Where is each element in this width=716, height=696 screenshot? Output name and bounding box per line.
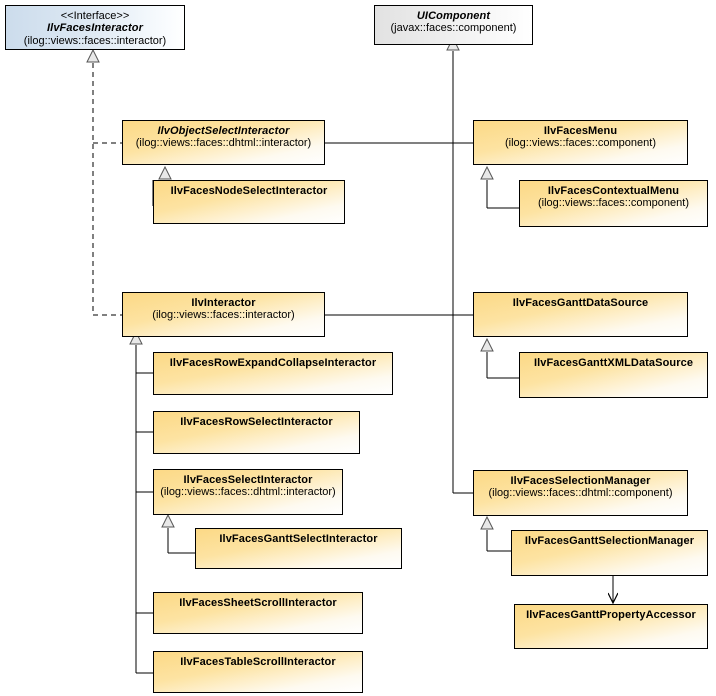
class-name: IlvFacesGanttSelectInteractor bbox=[219, 533, 378, 545]
class-name: IlvFacesSelectInteractor bbox=[183, 474, 313, 486]
node-ilv-faces-contextual-menu[interactable]: IlvFacesContextualMenu (ilog::views::fac… bbox=[519, 180, 708, 227]
node-ilv-faces-menu[interactable]: IlvFacesMenu (ilog::views::faces::compon… bbox=[473, 120, 688, 165]
stereotype-label: <<Interface>> bbox=[60, 10, 130, 22]
class-name: IlvInteractor bbox=[191, 297, 256, 309]
node-ilv-faces-gantt-property-accessor[interactable]: IlvFacesGanttPropertyAccessor bbox=[514, 604, 708, 649]
node-ilv-faces-gantt-data-source[interactable]: IlvFacesGanttDataSource bbox=[473, 292, 688, 337]
package-name: (ilog::views::faces::dhtml::interactor) bbox=[135, 137, 312, 150]
node-ilv-faces-gantt-selection-manager[interactable]: IlvFacesGanttSelectionManager bbox=[511, 530, 708, 576]
node-ilv-interactor[interactable]: IlvInteractor (ilog::views::faces::inter… bbox=[122, 292, 325, 337]
node-ilv-faces-selection-manager[interactable]: IlvFacesSelectionManager (ilog::views::f… bbox=[473, 470, 688, 516]
class-name: IlvFacesRowExpandCollapseInteractor bbox=[169, 357, 377, 369]
node-ilv-faces-gantt-select-interactor[interactable]: IlvFacesGanttSelectInteractor bbox=[195, 528, 402, 569]
package-name: (ilog::views::faces::component) bbox=[537, 197, 689, 210]
node-ilv-faces-table-scroll-interactor[interactable]: IlvFacesTableScrollInteractor bbox=[153, 651, 363, 693]
node-ilv-faces-gantt-xml-data-source[interactable]: IlvFacesGanttXMLDataSource bbox=[519, 352, 708, 398]
class-name: UIComponent bbox=[416, 10, 491, 22]
node-ilv-object-select-interactor[interactable]: IlvObjectSelectInteractor (ilog::views::… bbox=[122, 120, 325, 165]
node-ilv-faces-row-expand-collapse-interactor[interactable]: IlvFacesRowExpandCollapseInteractor bbox=[153, 352, 393, 395]
package-name: (ilog::views::faces::component) bbox=[504, 137, 656, 150]
package-name: (ilog::views::faces::dhtml::component) bbox=[488, 487, 673, 500]
class-name: IlvObjectSelectInteractor bbox=[157, 125, 290, 137]
class-name: IlvFacesMenu bbox=[543, 125, 618, 137]
class-name: IlvFacesContextualMenu bbox=[547, 185, 680, 197]
package-name: (ilog::views::faces::dhtml::interactor) bbox=[160, 486, 336, 499]
class-name: IlvFacesSelectionManager bbox=[510, 475, 651, 487]
node-ilv-faces-select-interactor[interactable]: IlvFacesSelectInteractor (ilog::views::f… bbox=[153, 469, 343, 515]
class-name: IlvFacesInteractor bbox=[47, 22, 143, 35]
class-name: IlvFacesSheetScrollInteractor bbox=[179, 597, 337, 609]
class-name: IlvFacesTableScrollInteractor bbox=[180, 656, 336, 668]
class-name: IlvFacesRowSelectInteractor bbox=[180, 416, 333, 428]
class-name: IlvFacesGanttXMLDataSource bbox=[533, 357, 694, 369]
package-name: (javax::faces::component) bbox=[390, 22, 517, 35]
class-name: IlvFacesGanttSelectionManager bbox=[524, 535, 695, 547]
class-name: IlvFacesGanttPropertyAccessor bbox=[526, 609, 696, 621]
package-name: (ilog::views::faces::interactor) bbox=[152, 309, 295, 322]
node-ilv-faces-node-select-interactor[interactable]: IlvFacesNodeSelectInteractor bbox=[153, 180, 345, 224]
node-ilv-faces-interactor[interactable]: <<Interface>> IlvFacesInteractor (ilog::… bbox=[5, 5, 185, 50]
class-name: IlvFacesGanttDataSource bbox=[512, 297, 649, 309]
node-ilv-faces-sheet-scroll-interactor[interactable]: IlvFacesSheetScrollInteractor bbox=[153, 592, 363, 634]
node-ui-component[interactable]: UIComponent (javax::faces::component) bbox=[374, 5, 533, 45]
package-name: (ilog::views::faces::interactor) bbox=[23, 34, 167, 47]
class-name: IlvFacesNodeSelectInteractor bbox=[170, 185, 328, 197]
node-ilv-faces-row-select-interactor[interactable]: IlvFacesRowSelectInteractor bbox=[153, 411, 360, 454]
